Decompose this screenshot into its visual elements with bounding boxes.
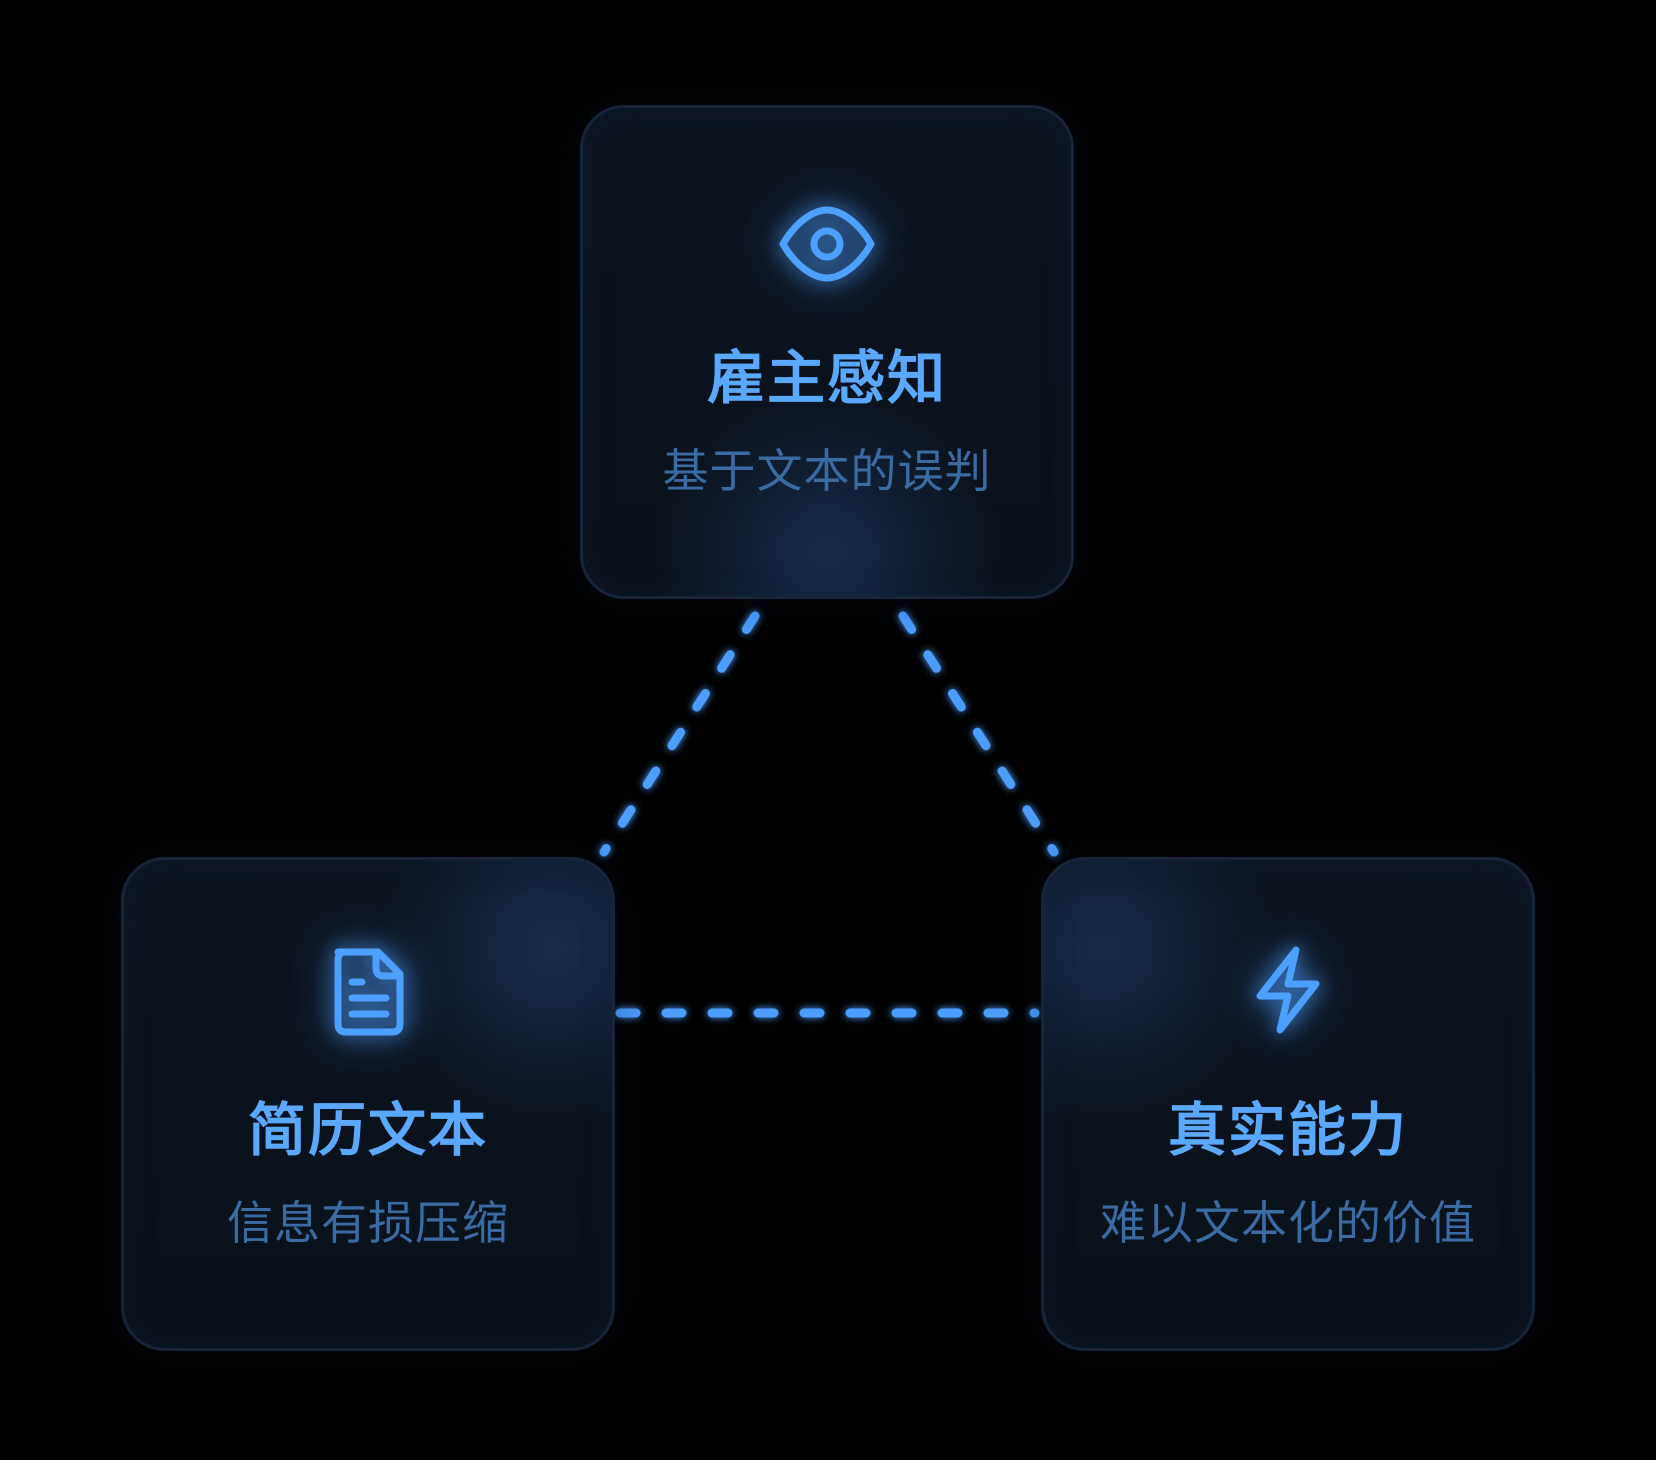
node-title: 简历文本 <box>247 1096 488 1164</box>
eye-icon <box>777 194 877 294</box>
node-title: 雇主感知 <box>706 344 947 412</box>
node-real-ability: 真实能力 难以文本化的价值 <box>1041 857 1535 1351</box>
node-subtitle: 基于文本的误判 <box>662 444 992 498</box>
document-icon <box>318 940 418 1040</box>
lightning-icon <box>1238 940 1338 1040</box>
node-title: 真实能力 <box>1167 1096 1408 1164</box>
node-subtitle: 信息有损压缩 <box>227 1196 509 1250</box>
node-employer-perception: 雇主感知 基于文本的误判 <box>580 105 1074 599</box>
node-resume-text: 简历文本 信息有损压缩 <box>121 857 615 1351</box>
node-subtitle: 难以文本化的价值 <box>1100 1196 1476 1250</box>
connector-top-right <box>898 611 1059 857</box>
connector-top-left <box>599 611 760 857</box>
